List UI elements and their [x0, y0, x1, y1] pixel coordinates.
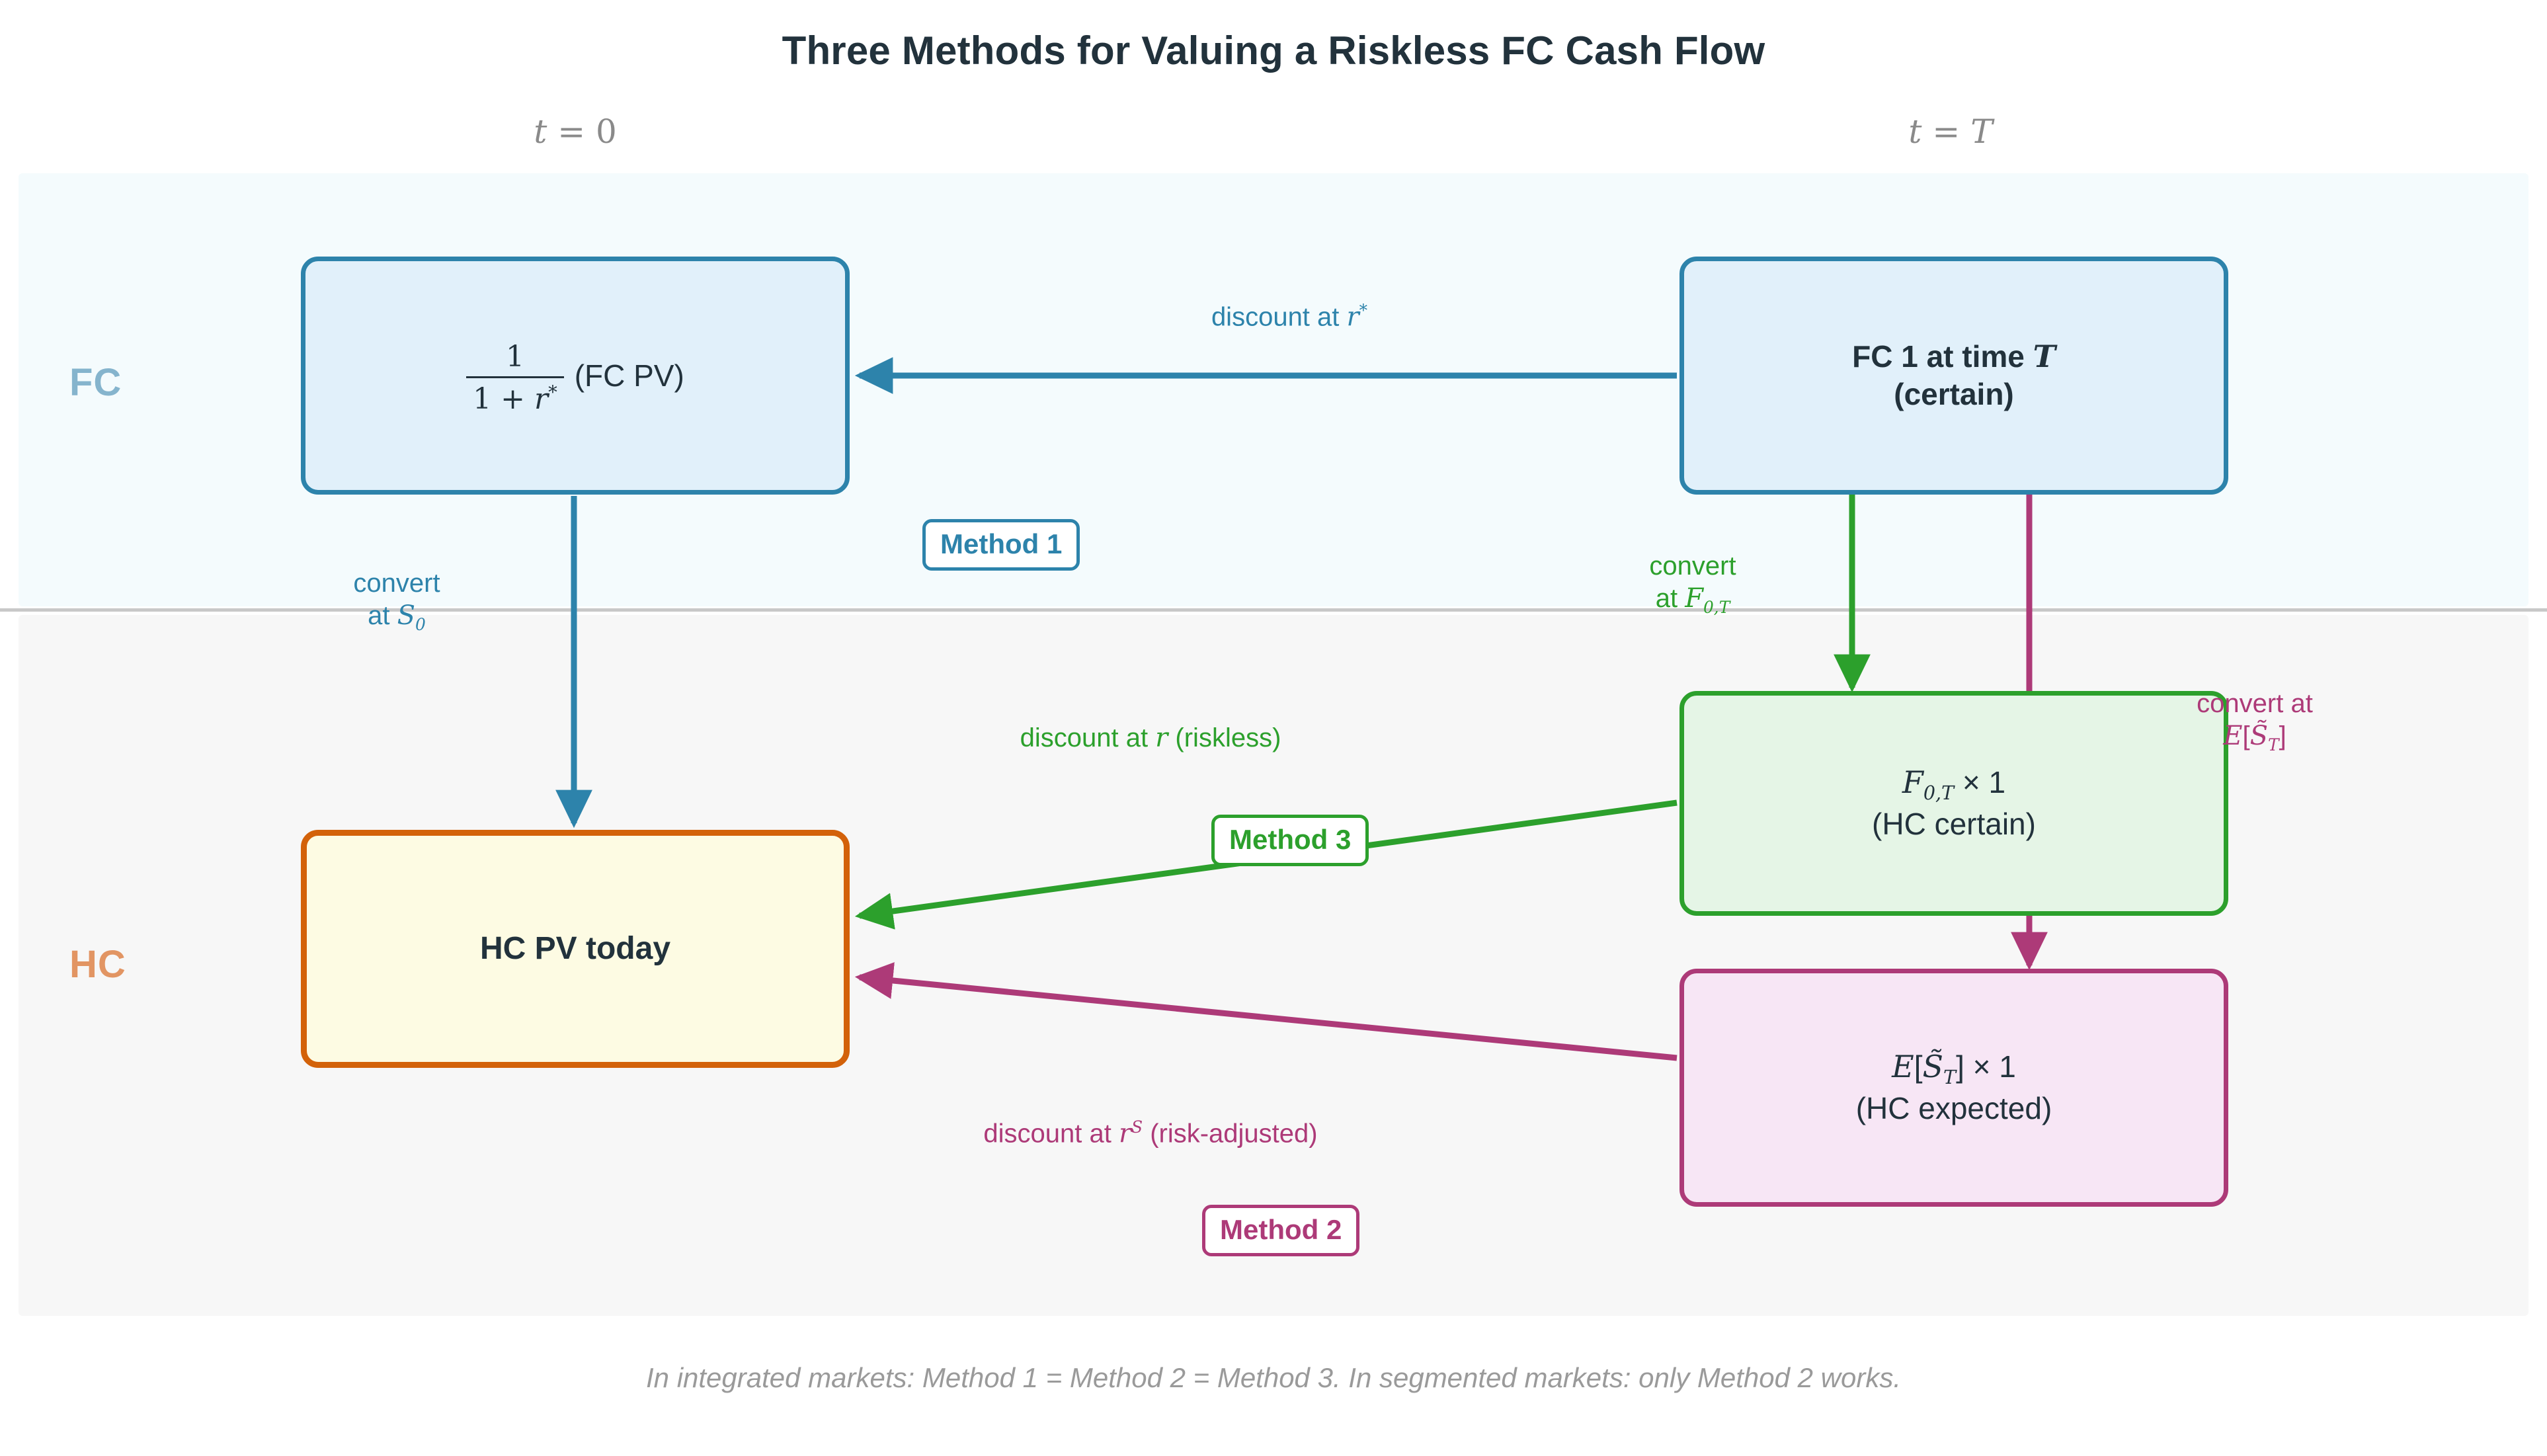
node-hc-certain-line2: (HC certain)	[1872, 806, 2036, 841]
convert-at-s0-line2: at S0	[368, 600, 426, 634]
convert-at-est-line1: convert at	[2197, 689, 2313, 718]
edge-label-convert-at-est: convert at E[S̃T]	[2109, 688, 2400, 755]
convert-at-est-line2: E[S̃T]	[2223, 720, 2286, 754]
node-hc-certain-content: F0,T × 1 (HC certain)	[1853, 764, 2054, 843]
column-header-t0: t = 0	[534, 112, 617, 151]
badge-method-3[interactable]: Method 3	[1211, 815, 1369, 866]
edge-label-convert-at-s0: convert at S0	[271, 567, 522, 635]
node-hc-certain[interactable]: F0,T × 1 (HC certain)	[1679, 691, 2228, 916]
node-fc-pv[interactable]: 1 1 + r* (FC PV)	[301, 257, 850, 495]
row-label-fc: FC	[69, 361, 122, 404]
edge-label-discount-rs-risk-adjusted: discount at rS (risk-adjusted)	[983, 1117, 1318, 1149]
node-fc-1-line2: (certain)	[1894, 377, 2014, 411]
convert-at-f0t-line1: convert	[1649, 551, 1736, 581]
node-fc-1-line1: FC 1 at time T	[1852, 338, 2056, 374]
badge-method-1[interactable]: Method 1	[922, 519, 1080, 571]
badge-method-2[interactable]: Method 2	[1202, 1205, 1360, 1256]
fc-pv-denominator: 1 + r*	[466, 376, 564, 417]
node-fc-pv-content: 1 1 + r* (FC PV)	[448, 336, 703, 416]
node-hc-expected-line1: E[S̃T] × 1	[1892, 1048, 2016, 1089]
convert-at-s0-line1: convert	[353, 569, 440, 598]
fc-pv-numerator: 1	[505, 339, 524, 374]
edge-label-convert-at-f0t: convert at F0,T	[1567, 550, 1818, 618]
fc-pv-annotation: (FC PV)	[574, 358, 684, 393]
footer-note: In integrated markets: Method 1 = Method…	[646, 1362, 1901, 1393]
band-divider	[0, 608, 2547, 612]
node-hc-pv-today[interactable]: HC PV today	[301, 830, 850, 1068]
edge-label-discount-r-star: discount at r*	[1211, 301, 1368, 333]
convert-at-f0t-line2: at F0,T	[1655, 583, 1730, 617]
edge-discount-rs-risk-adjusted	[854, 962, 1678, 1061]
row-label-hc: HC	[69, 943, 126, 986]
node-hc-expected-line2: (HC expected)	[1855, 1090, 2052, 1125]
page-title: Three Methods for Valuing a Riskless FC …	[782, 28, 1765, 73]
edge-label-discount-r-riskless: discount at r (riskless)	[1020, 723, 1281, 753]
node-fc-1-content: FC 1 at time T (certain)	[1834, 338, 2074, 414]
column-header-tT: t = T	[1908, 112, 1993, 151]
node-hc-pv-today-label: HC PV today	[479, 931, 671, 966]
fc-pv-fraction: 1 1 + r*	[466, 339, 564, 417]
node-fc-1-at-time-T[interactable]: FC 1 at time T (certain)	[1679, 257, 2228, 495]
node-hc-expected-content: E[S̃T] × 1 (HC expected)	[1838, 1048, 2071, 1127]
node-hc-expected[interactable]: E[S̃T] × 1 (HC expected)	[1679, 969, 2228, 1207]
node-hc-certain-line1: F0,T × 1	[1902, 764, 2006, 805]
